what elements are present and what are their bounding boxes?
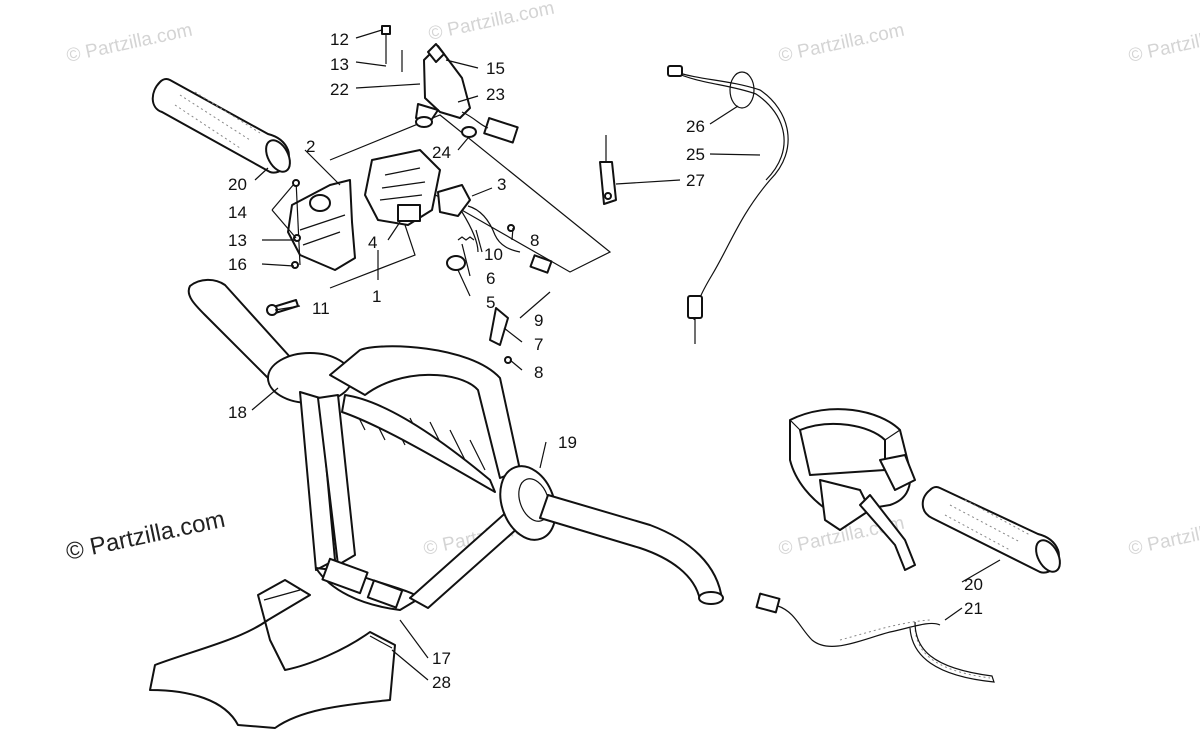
leader-lines <box>251 29 1001 681</box>
callout-10: 10 <box>484 245 503 264</box>
watermark: © Partzilla.com <box>427 0 557 45</box>
callout-8-lower: 8 <box>534 363 543 382</box>
right-hand-grip <box>921 485 1061 574</box>
callout-8-upper: 8 <box>530 231 539 250</box>
callout-20-left: 20 <box>228 175 247 194</box>
watermark: © Partzilla.com <box>1127 20 1200 67</box>
callout-2: 2 <box>306 137 315 156</box>
callout-3: 3 <box>497 175 506 194</box>
brake-lever-assembly <box>789 408 916 571</box>
callout-9: 9 <box>534 311 543 330</box>
callout-13: 13 <box>330 55 349 74</box>
throttle-lever-assembly <box>381 25 519 144</box>
callout-labels: 12 13 22 15 23 24 2 3 20 14 13 16 4 10 8… <box>228 30 983 692</box>
callout-6: 6 <box>486 269 495 288</box>
callout-15: 15 <box>486 59 505 78</box>
callout-28: 28 <box>432 673 451 692</box>
callout-16: 16 <box>228 255 247 274</box>
callout-26: 26 <box>686 117 705 136</box>
copyright-credit: © Partzilla.com <box>64 506 228 566</box>
callout-23: 23 <box>486 85 505 104</box>
bar-pad <box>149 579 396 729</box>
callout-1: 1 <box>372 287 381 306</box>
watermark: © Partzilla.com <box>1127 513 1200 560</box>
callout-14: 14 <box>228 203 247 222</box>
watermarks: © Partzilla.com © Partzilla.com © Partzi… <box>65 0 1200 560</box>
watermark: © Partzilla.com <box>777 20 907 67</box>
callout-5: 5 <box>486 293 495 312</box>
handlebar <box>187 278 724 611</box>
callout-18: 18 <box>228 403 247 422</box>
callout-22: 22 <box>330 80 349 99</box>
callout-13-lower: 13 <box>228 231 247 250</box>
callout-11: 11 <box>312 299 330 318</box>
callout-7: 7 <box>534 335 543 354</box>
callout-24: 24 <box>432 143 451 162</box>
callout-27: 27 <box>686 171 705 190</box>
callout-17: 17 <box>432 649 451 668</box>
hex-key-tool <box>599 135 617 205</box>
callout-21: 21 <box>964 599 983 618</box>
callout-4: 4 <box>368 233 377 252</box>
callout-25: 25 <box>686 145 705 164</box>
callout-12: 12 <box>330 30 349 49</box>
watermark: © Partzilla.com <box>65 20 195 67</box>
left-hand-grip <box>151 77 291 174</box>
heater-harness <box>755 592 995 683</box>
callout-20-right: 20 <box>964 575 983 594</box>
throttle-cable <box>667 65 789 344</box>
callout-19: 19 <box>558 433 577 452</box>
